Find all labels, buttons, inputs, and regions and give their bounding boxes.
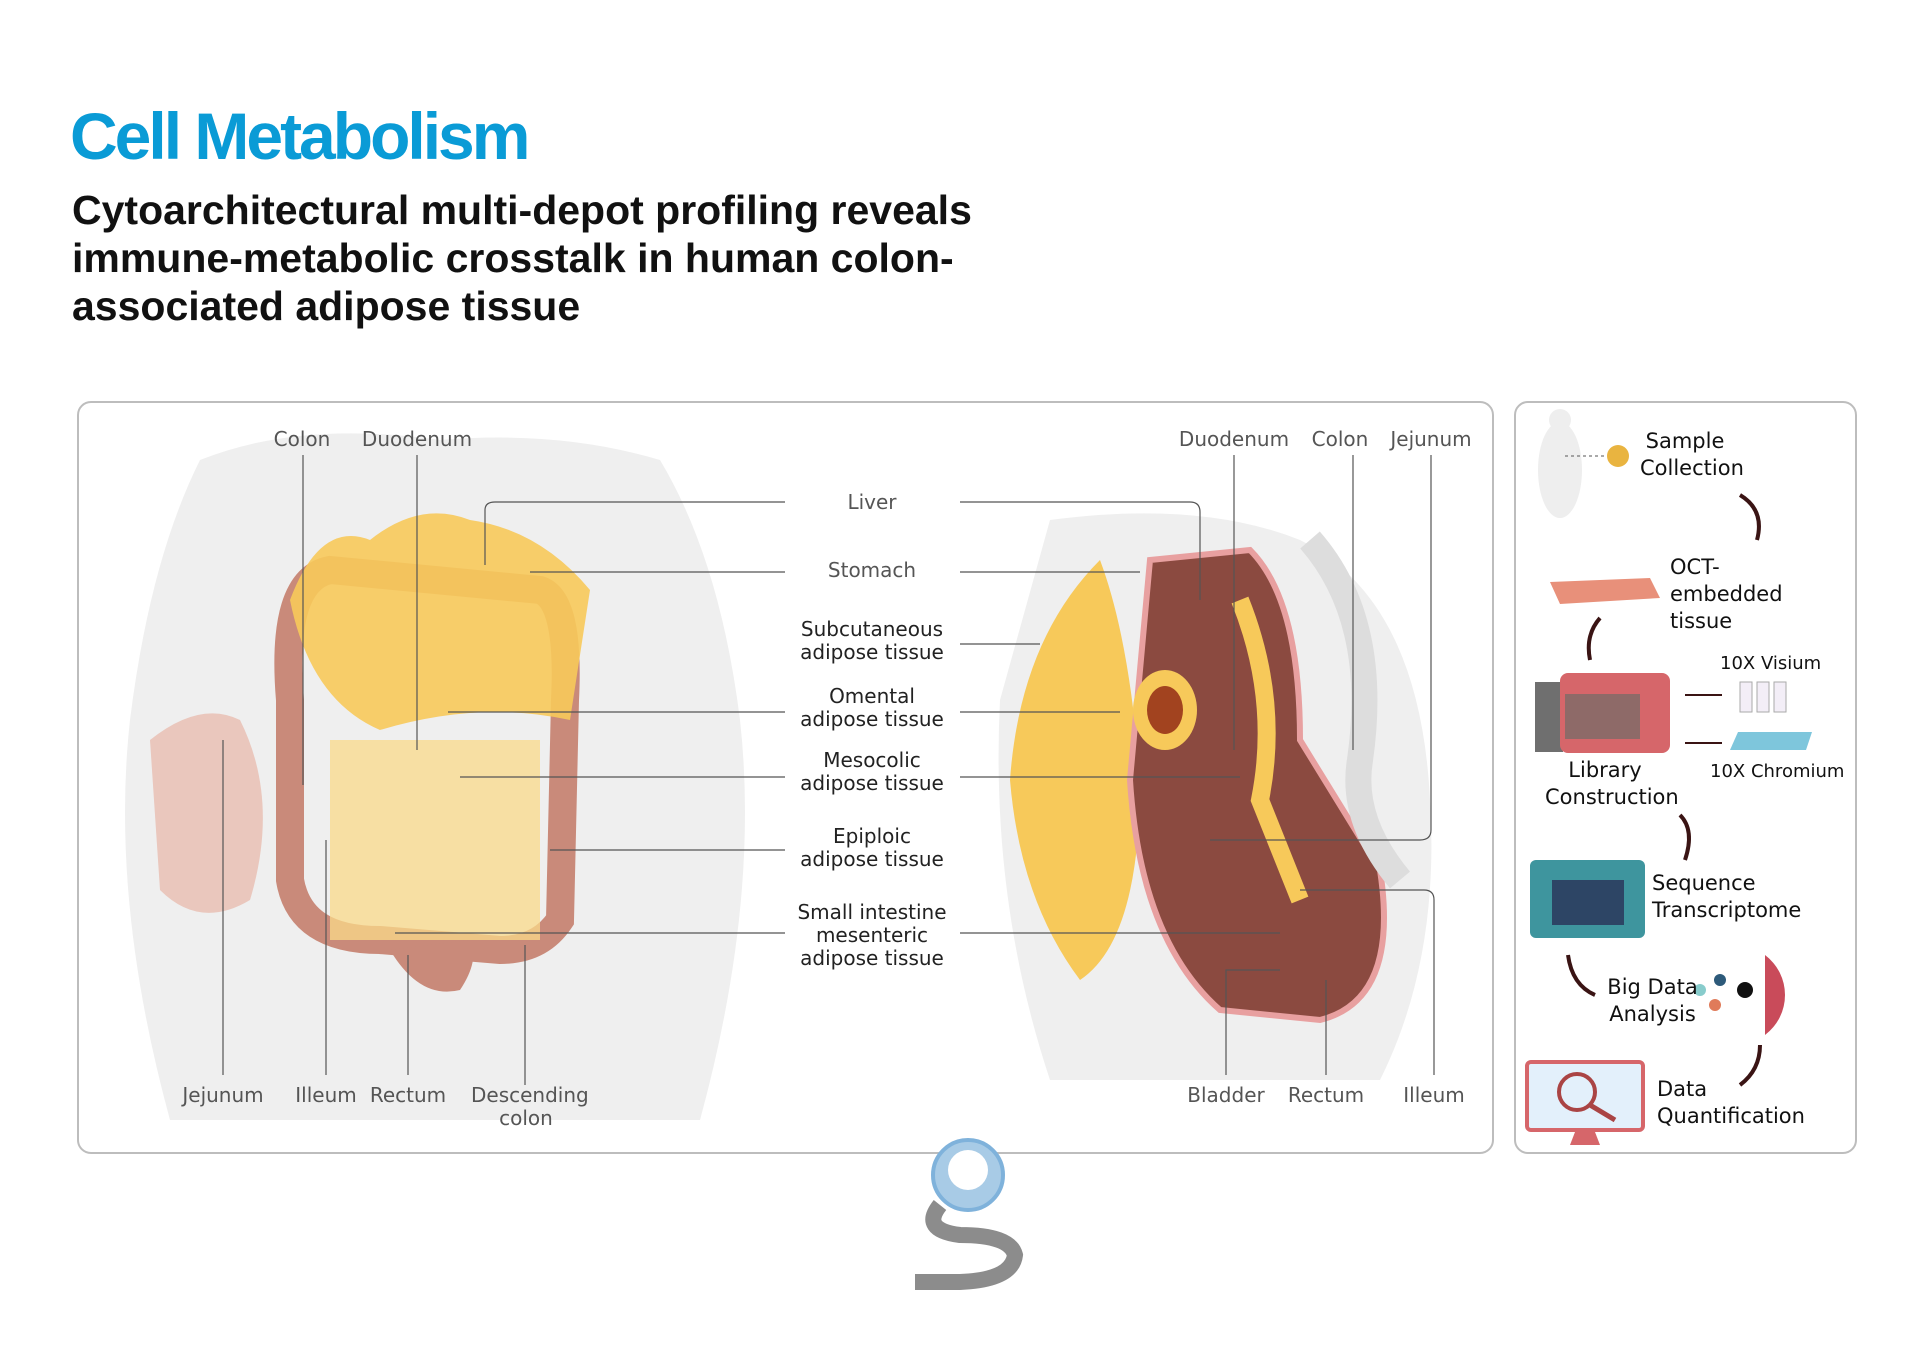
label-subcutaneous-adipose: Subcutaneous adipose tissue (800, 617, 944, 664)
step-big-data-analysis: Big Data Analysis (1607, 975, 1698, 1026)
label-illeum-front: Illeum (295, 1083, 357, 1107)
label-bladder: Bladder (1187, 1083, 1265, 1107)
label-descending-colon: Descending colon (471, 1083, 589, 1130)
watermark-logo (915, 1138, 1024, 1290)
step-10x-chromium: 10X Chromium (1710, 761, 1845, 782)
step-library-construction: Library Construction (1545, 758, 1679, 809)
label-epiploic-adipose: Epiploic adipose tissue (800, 824, 944, 871)
label-liver: Liver (847, 490, 897, 514)
label-duodenum-side: Duodenum (1178, 427, 1290, 451)
label-rectum-side: Rectum (1287, 1083, 1365, 1107)
step-data-quantification: Data Quantification (1657, 1077, 1805, 1128)
step-sample-collection: Sample Collection (1640, 429, 1744, 480)
label-omental-adipose: Omental adipose tissue (800, 684, 944, 731)
label-mesocolic-adipose: Mesocolic adipose tissue (800, 748, 944, 795)
article-title: Cytoarchitectural multi-depot profiling … (72, 187, 972, 329)
label-rectum-front: Rectum (369, 1083, 447, 1107)
label-small-intestine-mesenteric-adipose: Small intestine mesenteric adipose tissu… (797, 900, 947, 970)
step-oct-embedded-tissue: OCT-embedded tissue (1670, 555, 1783, 633)
label-stomach: Stomach (827, 558, 917, 582)
step-10x-visium: 10X Visium (1720, 653, 1822, 674)
label-jejunum-front: Jejunum (182, 1083, 264, 1107)
label-jejunum-side: Jejunum (1390, 427, 1472, 451)
step-sequence-transcriptome: Sequence Transcriptome (1652, 871, 1802, 922)
journal-logo: Cell Metabolism (70, 99, 530, 173)
label-illeum-side: Illeum (1403, 1083, 1465, 1107)
workflow-panel (1514, 401, 1857, 1154)
label-colon-front: Colon (273, 427, 331, 451)
label-duodenum-front: Duodenum (361, 427, 473, 451)
label-colon-side: Colon (1311, 427, 1369, 451)
